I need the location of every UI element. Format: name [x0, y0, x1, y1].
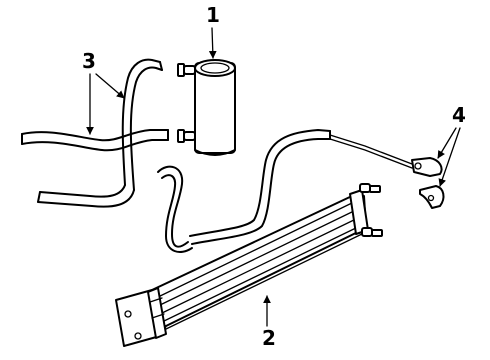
- part-4-fittings: [411, 157, 445, 209]
- callout-4: 4: [437, 103, 466, 187]
- callout-1: 1: [206, 3, 220, 59]
- callout-label-4: 4: [452, 103, 466, 127]
- callout-label-1: 1: [206, 3, 220, 27]
- callout-2: 2: [262, 295, 276, 350]
- callout-label-2: 2: [262, 326, 276, 350]
- center-hose: [157, 165, 193, 253]
- part-1-cylinder: [177, 59, 236, 156]
- part-2-cooler: [115, 183, 383, 347]
- part-3-hoses: [21, 58, 169, 208]
- cooler-line: [189, 129, 413, 245]
- callout-3: 3: [82, 49, 125, 135]
- callout-label-3: 3: [82, 49, 96, 73]
